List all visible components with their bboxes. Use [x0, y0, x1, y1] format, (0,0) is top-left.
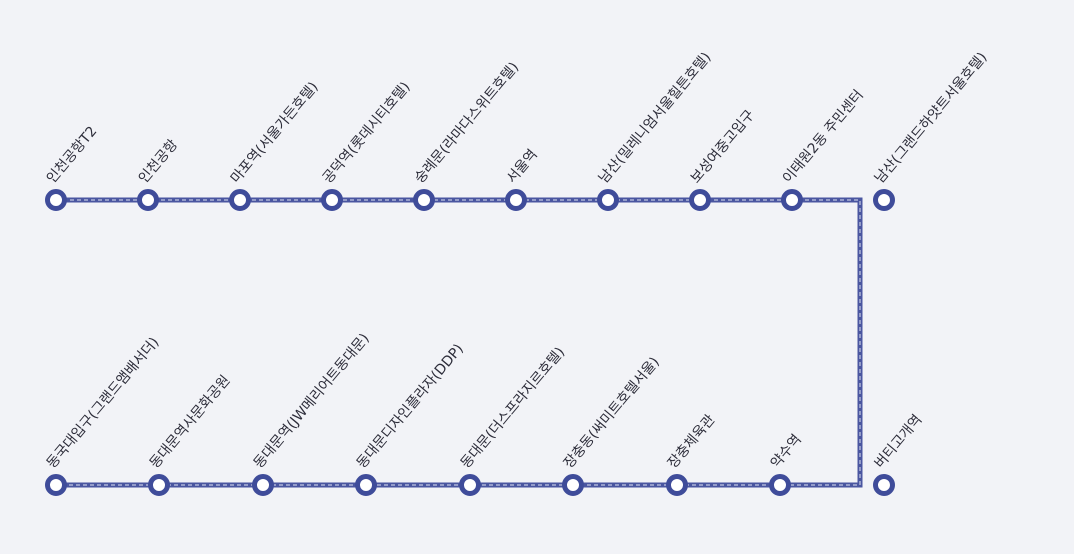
stop: 동국대입구(그랜드앰배서더) — [44, 335, 163, 496]
stop-label: 동대문(더스프라지르호텔) — [458, 344, 568, 471]
stop-label: 동대문역사문화공원 — [147, 372, 234, 471]
stop-marker — [562, 474, 584, 496]
stop-marker — [873, 189, 895, 211]
stop-label: 장충체육관 — [665, 412, 719, 472]
stop-label: 보성여중고입구 — [688, 107, 758, 186]
stop: 동대문역(JW메리어트동대문) — [251, 331, 373, 496]
stop-marker — [148, 474, 170, 496]
stop: 보성여중고입구 — [688, 107, 758, 211]
stop-marker — [229, 189, 251, 211]
stop-label: 동대문디자인플라자(DDP) — [354, 341, 467, 471]
stop-marker — [505, 189, 527, 211]
stop-label: 약수역 — [768, 432, 805, 472]
stop: 동대문(더스프라지르호텔) — [458, 344, 568, 496]
stop: 버티고개역 — [872, 412, 926, 496]
stop-marker — [45, 474, 67, 496]
stop-marker — [873, 474, 895, 496]
stop-label: 숭례문(라마다스위트호텔) — [412, 59, 522, 186]
stop: 동대문역사문화공원 — [147, 372, 234, 496]
stop-marker — [355, 474, 377, 496]
stop-marker — [769, 474, 791, 496]
stop: 마포역(서울가든호텔) — [228, 79, 322, 211]
stop: 공덕역(롯데시티호텔) — [320, 79, 414, 211]
stop-label: 동대문역(JW메리어트동대문) — [251, 331, 373, 472]
route-line-inner-dash — [56, 199, 861, 486]
stop-marker — [137, 189, 159, 211]
stops-layer: 인천공항T2 인천공항 마포역(서울가든호텔)공덕역(롯데시티호텔)숭례문(라마다스… — [44, 50, 991, 496]
stop-label: 인천공항 — [136, 137, 181, 187]
stop-marker — [321, 189, 343, 211]
stop-marker — [252, 474, 274, 496]
stop-label: 서울역 — [504, 147, 541, 187]
stop-marker — [781, 189, 803, 211]
stop-label: 인천공항T2 — [44, 123, 101, 186]
stop: 인천공항T2 — [44, 123, 101, 211]
stop-label: 공덕역(롯데시티호텔) — [320, 79, 414, 186]
stop-label: 버티고개역 — [872, 412, 926, 472]
stop: 남산(그랜드하얏트서울호텔) — [872, 50, 991, 211]
stop: 이태원2동 주민센터 — [780, 87, 867, 211]
stop-label: 마포역(서울가든호텔) — [228, 79, 322, 186]
stop-label: 동국대입구(그랜드앰배서더) — [44, 335, 163, 472]
stop-marker — [45, 189, 67, 211]
stop-marker — [666, 474, 688, 496]
stop-label: 장충동(써미트호텔서울) — [561, 354, 663, 471]
stop-marker — [413, 189, 435, 211]
stop-label: 남산(그랜드하얏트서울호텔) — [872, 50, 991, 187]
stop-label: 이태원2동 주민센터 — [780, 87, 867, 186]
stop-marker — [689, 189, 711, 211]
stop: 동대문디자인플라자(DDP) — [354, 341, 467, 496]
stop: 장충동(써미트호텔서울) — [561, 354, 663, 496]
stop-marker — [459, 474, 481, 496]
stop: 숭례문(라마다스위트호텔) — [412, 59, 522, 211]
stop: 장충체육관 — [665, 412, 719, 496]
route-line — [56, 197, 863, 488]
stop-marker — [597, 189, 619, 211]
